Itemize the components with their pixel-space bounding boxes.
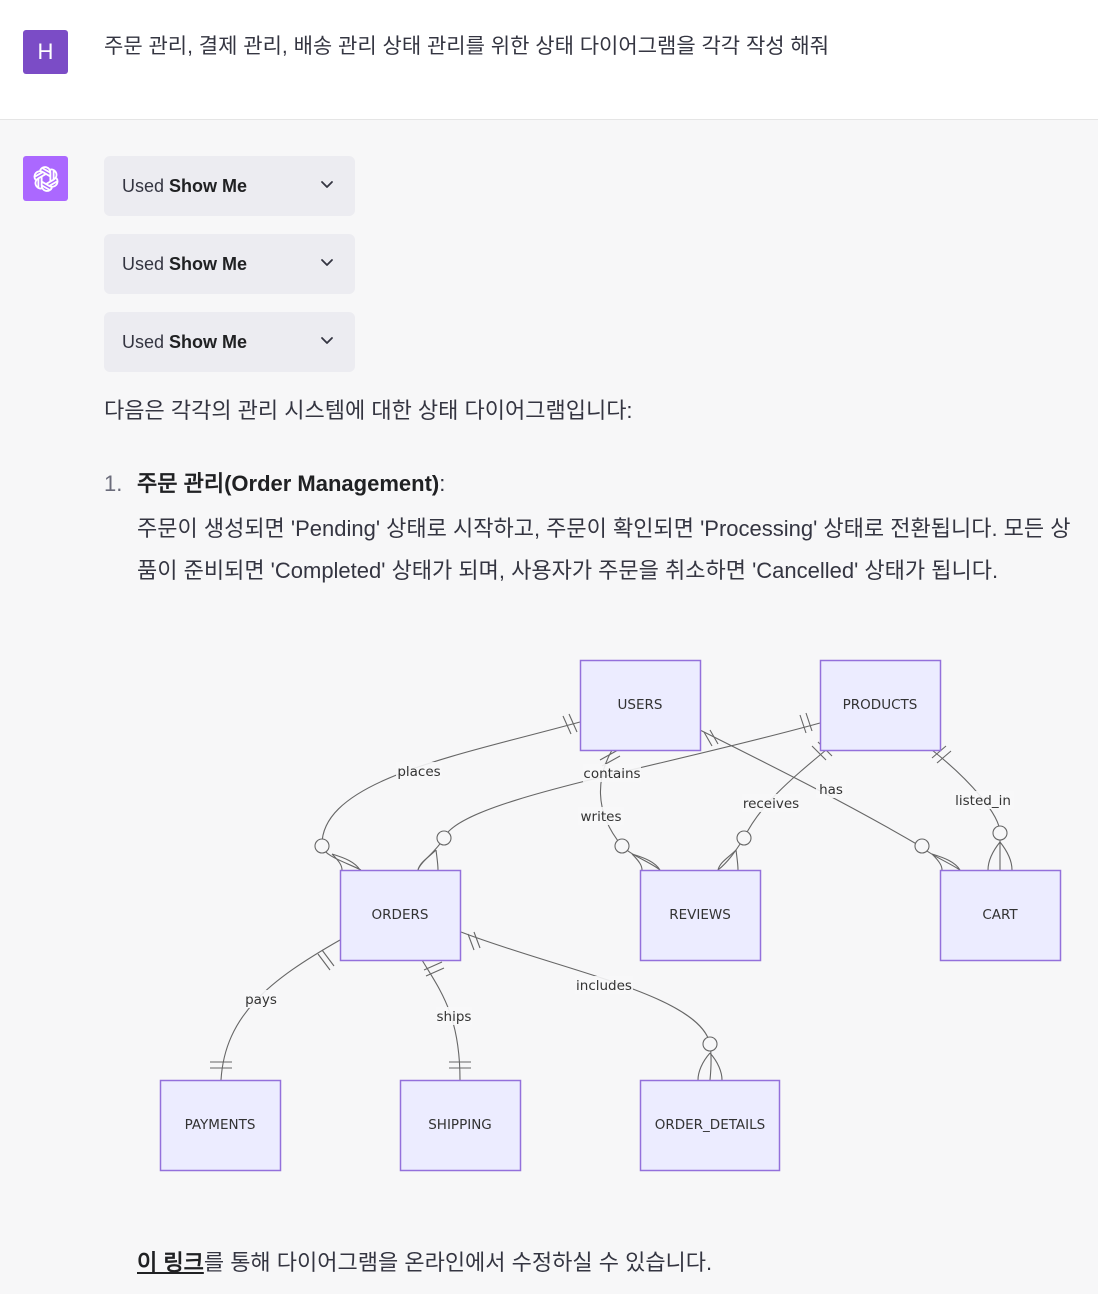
edge-includes	[460, 931, 712, 1081]
svg-text:ORDER_DETAILS: ORDER_DETAILS	[655, 1117, 766, 1133]
svg-text:SHIPPING: SHIPPING	[428, 1117, 492, 1133]
edge-listed-in	[931, 749, 1001, 870]
svg-text:CART: CART	[982, 907, 1018, 923]
svg-text:USERS: USERS	[618, 697, 663, 713]
svg-text:ORDERS: ORDERS	[372, 907, 429, 923]
entity-shipping: SHIPPING	[399, 1079, 522, 1172]
openai-logo-icon	[23, 156, 68, 201]
edge-ships	[421, 959, 461, 1081]
list-item-title: 주문 관리(Order Management):	[137, 471, 446, 496]
svg-text:PAYMENTS: PAYMENTS	[185, 1117, 256, 1133]
entity-products: PRODUCTS	[819, 659, 942, 752]
chevron-down-icon	[319, 332, 335, 353]
chevron-down-icon	[319, 254, 335, 275]
edge-label: has	[819, 782, 843, 798]
entity-orders: ORDERS	[339, 869, 462, 962]
response-footer: 이 링크를 통해 다이어그램을 온라인에서 수정하실 수 있습니다.	[137, 1246, 712, 1280]
list-item-description: 주문이 생성되면 'Pending' 상태로 시작하고, 주문이 확인되면 'P…	[137, 516, 1071, 583]
edge-label: places	[397, 764, 440, 780]
plugin-call-label: Used Show Me	[122, 176, 248, 196]
plugin-call-label: Used Show Me	[122, 332, 248, 352]
entity-payments: PAYMENTS	[159, 1079, 282, 1172]
chevron-down-icon	[319, 176, 335, 197]
plugin-call-toggle[interactable]: Used Show Me	[104, 234, 355, 294]
svg-text:REVIEWS: REVIEWS	[669, 907, 731, 923]
er-diagram: places contains writes receives has list…	[159, 659, 1062, 1172]
edge-label: listed_in	[955, 793, 1011, 809]
plugin-call-toggle[interactable]: Used Show Me	[104, 156, 355, 216]
user-message: 주문 관리, 결제 관리, 배송 관리 상태 관리를 위한 상태 다이어그램을 …	[104, 35, 830, 58]
entity-cart: CART	[939, 869, 1062, 962]
edge-label: writes	[581, 809, 622, 825]
footer-text: 를 통해 다이어그램을 온라인에서 수정하실 수 있습니다.	[203, 1250, 713, 1275]
edge-has	[699, 729, 961, 871]
edge-label: pays	[245, 992, 277, 1008]
edge-label: receives	[743, 796, 799, 812]
edge-receives	[717, 749, 827, 871]
entity-order-details: ORDER_DETAILS	[639, 1079, 781, 1172]
edge-pays	[220, 939, 341, 1081]
user-message-row: H 주문 관리, 결제 관리, 배송 관리 상태 관리를 위한 상태 다이어그램…	[0, 0, 1098, 120]
entity-users: USERS	[579, 659, 702, 752]
response-intro: 다음은 각각의 관리 시스템에 대한 상태 다이어그램입니다:	[104, 398, 633, 423]
cardinality-one-marks	[210, 712, 952, 1069]
list-item-number: 1.	[104, 471, 123, 496]
diagram-edit-link[interactable]: 이 링크	[137, 1250, 204, 1275]
entity-reviews: REVIEWS	[639, 869, 762, 962]
plugin-call-toggle[interactable]: Used Show Me	[104, 312, 355, 372]
plugin-call-label: Used Show Me	[122, 254, 248, 274]
edge-label: includes	[576, 978, 632, 994]
edge-places	[321, 721, 581, 871]
edge-label: contains	[583, 766, 640, 782]
user-avatar: H	[23, 30, 68, 74]
cardinality-many-marks	[314, 825, 1013, 1081]
svg-text:PRODUCTS: PRODUCTS	[843, 697, 918, 713]
edge-label: ships	[437, 1009, 472, 1025]
